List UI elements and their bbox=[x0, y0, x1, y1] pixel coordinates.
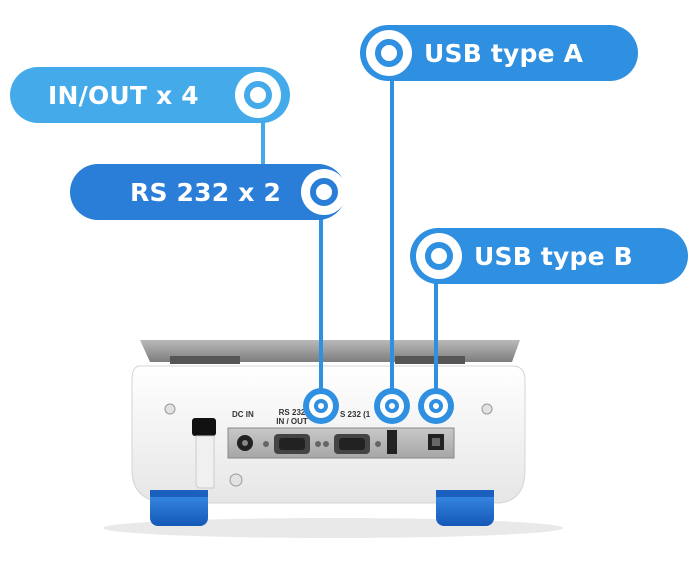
callout-usb-b-text: USB type B bbox=[474, 241, 633, 271]
target-ring-icon bbox=[234, 72, 281, 118]
callout-rs232-text: RS 232 x 2 bbox=[130, 177, 282, 207]
connector-line-rs232 bbox=[319, 214, 323, 392]
target-ring-icon bbox=[366, 30, 412, 76]
usb-a-port-marker bbox=[374, 388, 410, 424]
foot-left bbox=[150, 490, 208, 526]
target-ring-icon bbox=[416, 233, 462, 279]
usb-b-port-marker bbox=[418, 388, 454, 424]
callout-usb-a-text: USB type A bbox=[424, 38, 584, 68]
foot-right bbox=[436, 490, 494, 526]
connector-line-inout bbox=[261, 118, 265, 168]
rs232-1-label: RS 232 IN / OUT bbox=[270, 408, 314, 426]
dc-in-label: DC IN bbox=[232, 410, 254, 419]
callout-inout: IN/OUT x 4 bbox=[10, 67, 290, 123]
rs232-1-text: RS 232 bbox=[278, 408, 306, 417]
callout-inout-text: IN/OUT x 4 bbox=[48, 80, 199, 110]
callout-usb-b: USB type B bbox=[410, 228, 688, 284]
rs232-2-label: S 232 (1 bbox=[340, 410, 371, 419]
connector-line-usb-b bbox=[434, 280, 438, 392]
target-ring-icon bbox=[301, 169, 348, 215]
connector-line-usb-a bbox=[390, 76, 394, 392]
callout-usb-a: USB type A bbox=[360, 25, 638, 81]
rs232-port-marker bbox=[303, 388, 339, 424]
callout-rs232: RS 232 x 2 bbox=[70, 164, 348, 220]
inout-text: IN / OUT bbox=[276, 417, 308, 426]
